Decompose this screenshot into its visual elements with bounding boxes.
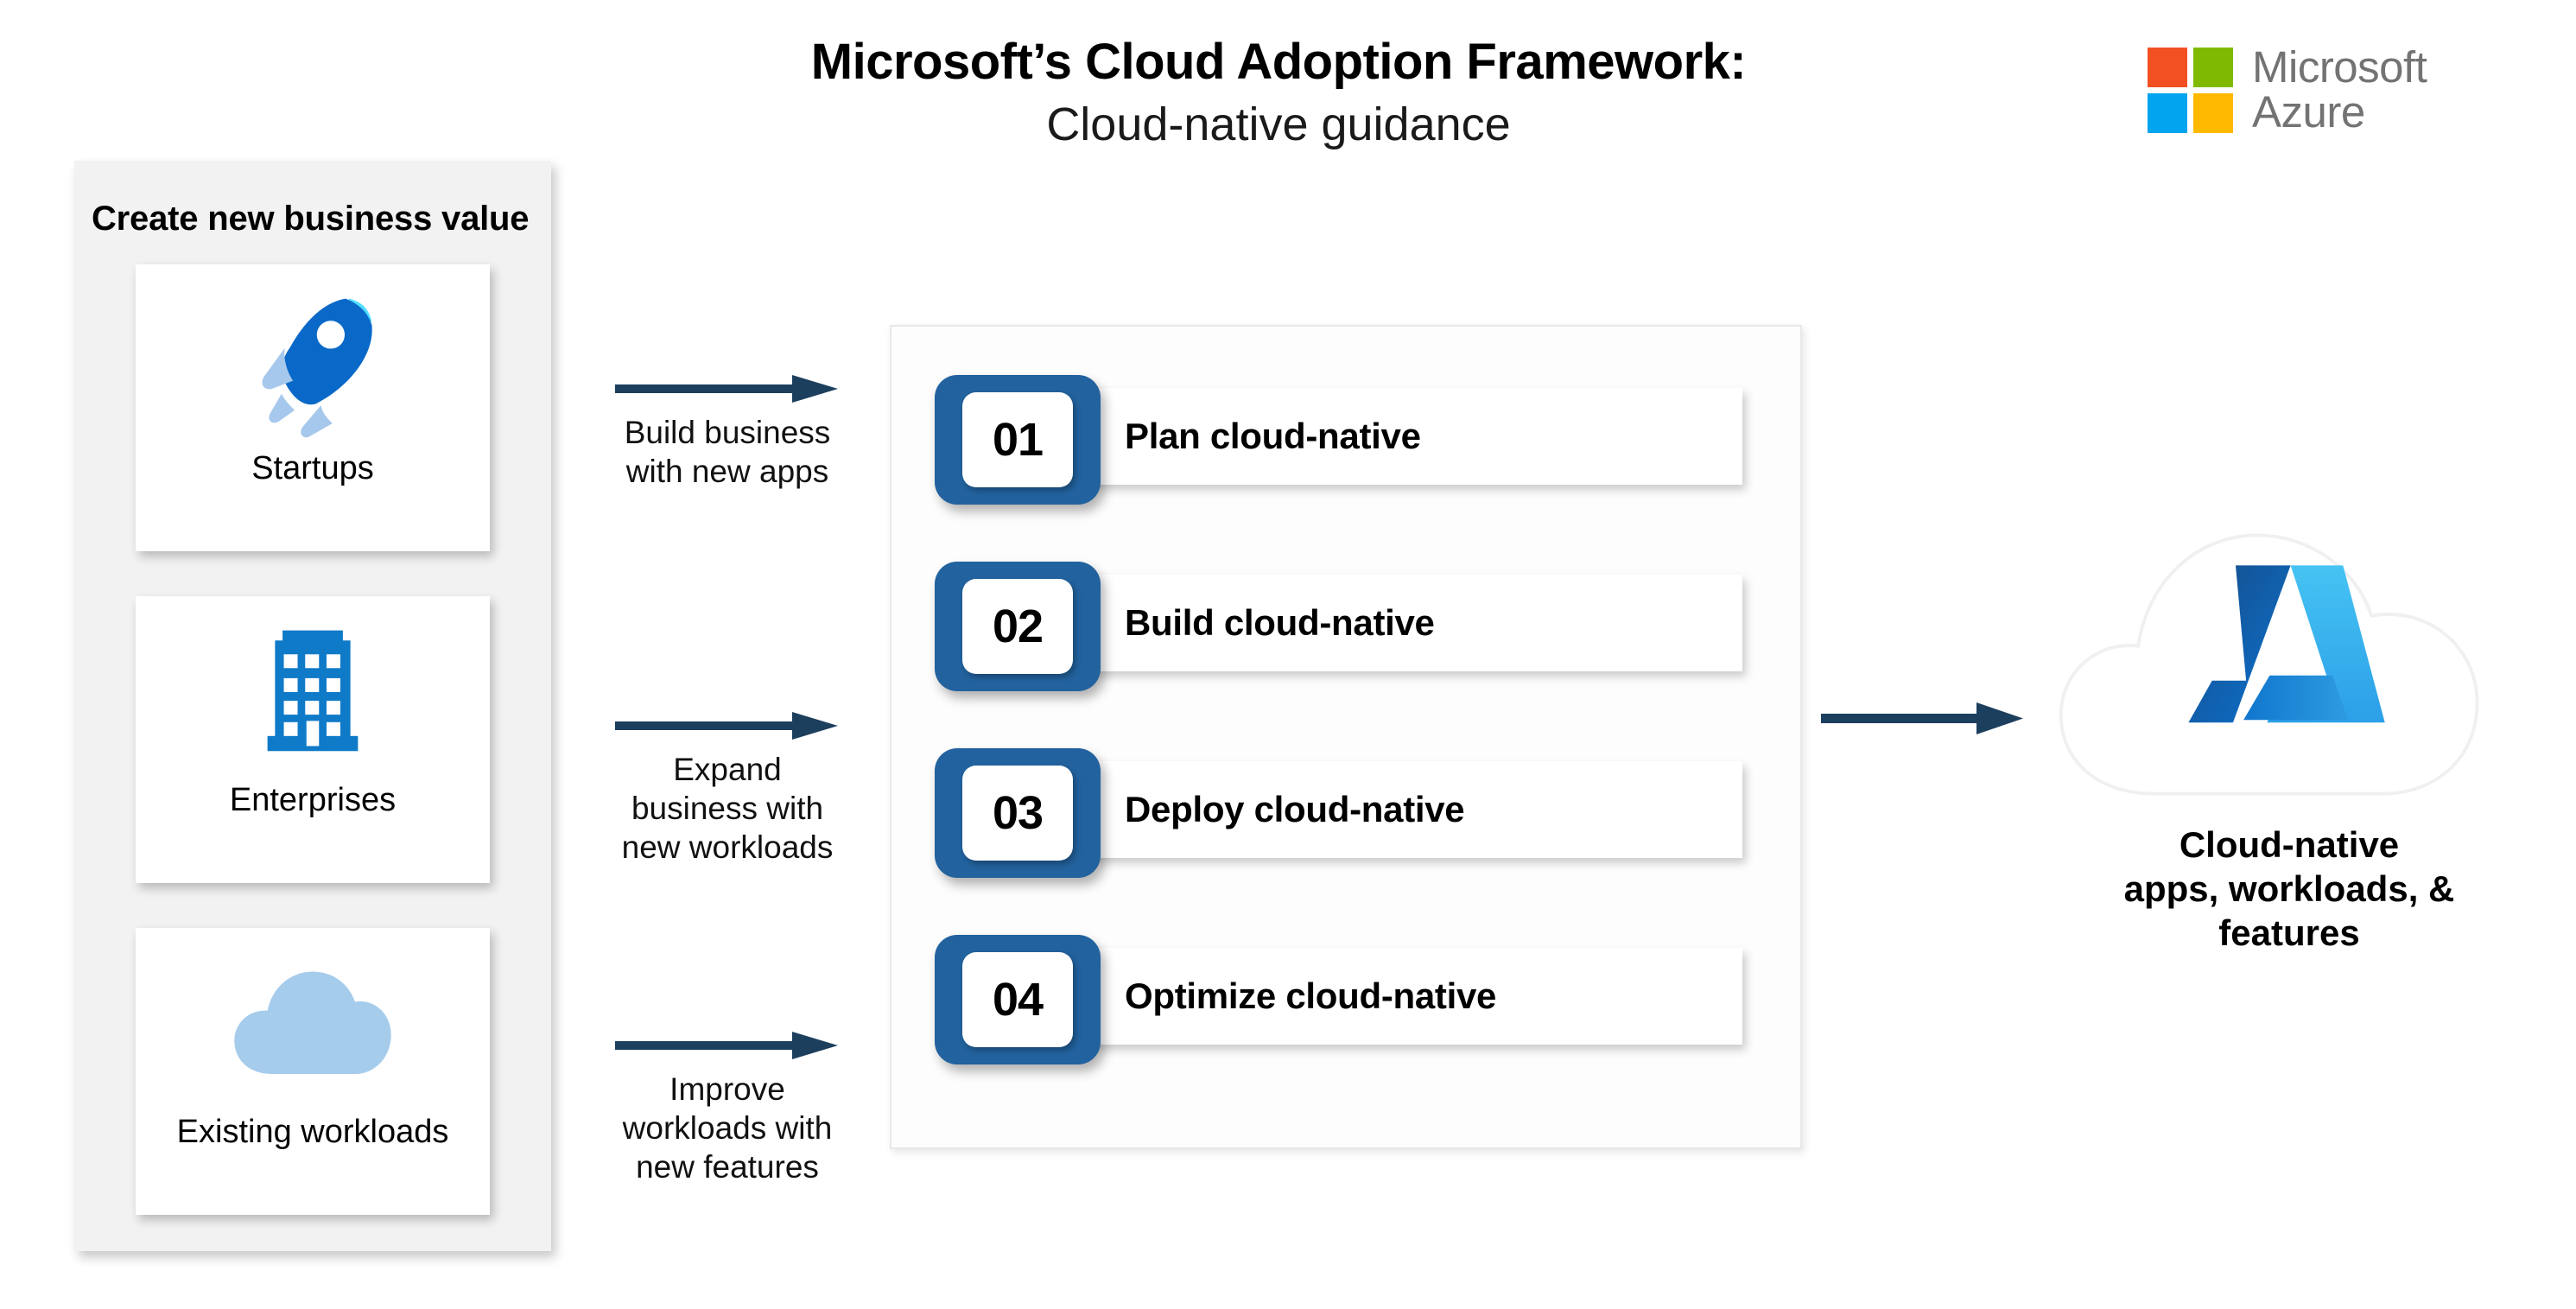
result-caption-line-1: Cloud-native bbox=[2179, 824, 2400, 865]
segment-card-label: Existing workloads bbox=[176, 1114, 449, 1150]
arrow-right-icon bbox=[615, 712, 838, 740]
step-label: Optimize cloud-native bbox=[1125, 975, 1497, 1016]
step-label: Deploy cloud-native bbox=[1125, 789, 1465, 829]
step-badge-inner: 03 bbox=[962, 766, 1073, 861]
arrow-right-icon bbox=[615, 1032, 838, 1059]
step-badge: 02 bbox=[935, 562, 1101, 691]
create-new-business-value-panel: Create new business value Startups bbox=[74, 161, 551, 1251]
microsoft-azure-wordmark: Microsoft Azure bbox=[2252, 42, 2427, 137]
arrow-caption: Build business with new apps bbox=[581, 413, 874, 491]
microsoft-azure-logo: Microsoft Azure bbox=[2148, 42, 2427, 137]
square-yellow-icon bbox=[2193, 92, 2233, 133]
segment-card-list: Startups bbox=[74, 264, 551, 1260]
step-bar[interactable]: Optimize cloud-native bbox=[1012, 948, 1742, 1045]
step-row-build[interactable]: Build cloud-native 02 bbox=[935, 562, 1747, 691]
left-panel-title: Create new business value bbox=[92, 200, 530, 238]
cloud-native-steps-panel: Plan cloud-native 01 bbox=[890, 325, 1802, 1149]
arrow-caption: Expand business with new workloads bbox=[581, 750, 874, 867]
logo-word-azure: Azure bbox=[2252, 87, 2365, 137]
step-bar[interactable]: Deploy cloud-native bbox=[1012, 761, 1742, 858]
step-label: Plan cloud-native bbox=[1125, 416, 1421, 456]
logo-word-microsoft: Microsoft bbox=[2252, 42, 2427, 92]
result-caption-line-2: apps, workloads, & bbox=[2123, 868, 2455, 910]
title-sub-line: Cloud-native guidance bbox=[1046, 98, 1511, 151]
segment-card-label: Enterprises bbox=[229, 782, 397, 818]
azure-cloud-icon bbox=[2059, 533, 2479, 796]
step-number: 01 bbox=[992, 414, 1044, 466]
step-badge: 03 bbox=[935, 748, 1101, 878]
title-main-line: Microsoft’s Cloud Adoption Framework: bbox=[810, 34, 1747, 90]
arrow-right-icon bbox=[615, 375, 838, 403]
office-building-icon bbox=[136, 596, 490, 783]
step-number: 03 bbox=[992, 787, 1044, 839]
segment-card-enterprises[interactable]: Enterprises bbox=[136, 596, 490, 883]
arrow-caption-line: Improve workloads with new features bbox=[622, 1071, 833, 1185]
result-block: Cloud-native apps, workloads, & features bbox=[2030, 518, 2548, 956]
segment-card-existing-workloads[interactable]: Existing workloads bbox=[136, 928, 490, 1215]
arrow-caption-line: Build business with new apps bbox=[624, 415, 831, 490]
segment-card-label: Startups bbox=[251, 450, 374, 486]
step-badge: 01 bbox=[935, 375, 1101, 505]
square-red-icon bbox=[2148, 47, 2187, 87]
result-caption: Cloud-native apps, workloads, & features bbox=[2030, 823, 2548, 956]
step-badge: 04 bbox=[935, 935, 1101, 1064]
rocket-icon bbox=[136, 264, 490, 451]
microsoft-squares-icon bbox=[2148, 47, 2233, 133]
flow-arrow-build-business: Build business with new apps bbox=[581, 373, 874, 491]
step-badge-inner: 04 bbox=[962, 952, 1073, 1047]
arrow-caption-line: Expand business with new workloads bbox=[621, 752, 834, 866]
step-badge-inner: 02 bbox=[962, 579, 1073, 674]
flow-arrow-expand-business: Expand business with new workloads bbox=[581, 710, 874, 867]
step-label: Build cloud-native bbox=[1125, 602, 1435, 643]
segment-card-startups[interactable]: Startups bbox=[136, 264, 490, 551]
square-blue-icon bbox=[2148, 92, 2187, 133]
cloud-icon bbox=[136, 928, 490, 1115]
result-caption-line-3: features bbox=[2218, 912, 2360, 954]
step-row-deploy[interactable]: Deploy cloud-native 03 bbox=[935, 748, 1747, 878]
step-number: 04 bbox=[992, 974, 1044, 1026]
flow-arrow-improve-workloads: Improve workloads with new features bbox=[581, 1030, 874, 1186]
step-row-plan[interactable]: Plan cloud-native 01 bbox=[935, 375, 1747, 505]
step-bar[interactable]: Plan cloud-native bbox=[1012, 388, 1742, 485]
step-bar[interactable]: Build cloud-native bbox=[1012, 575, 1742, 671]
step-badge-inner: 01 bbox=[962, 392, 1073, 487]
square-green-icon bbox=[2193, 47, 2233, 87]
flow-arrow-to-result bbox=[1821, 702, 2023, 734]
step-row-optimize[interactable]: Optimize cloud-native 04 bbox=[935, 935, 1747, 1064]
page-title: Microsoft’s Cloud Adoption Framework: Cl… bbox=[605, 33, 1952, 153]
step-number: 02 bbox=[992, 600, 1044, 652]
arrow-caption: Improve workloads with new features bbox=[581, 1070, 874, 1186]
